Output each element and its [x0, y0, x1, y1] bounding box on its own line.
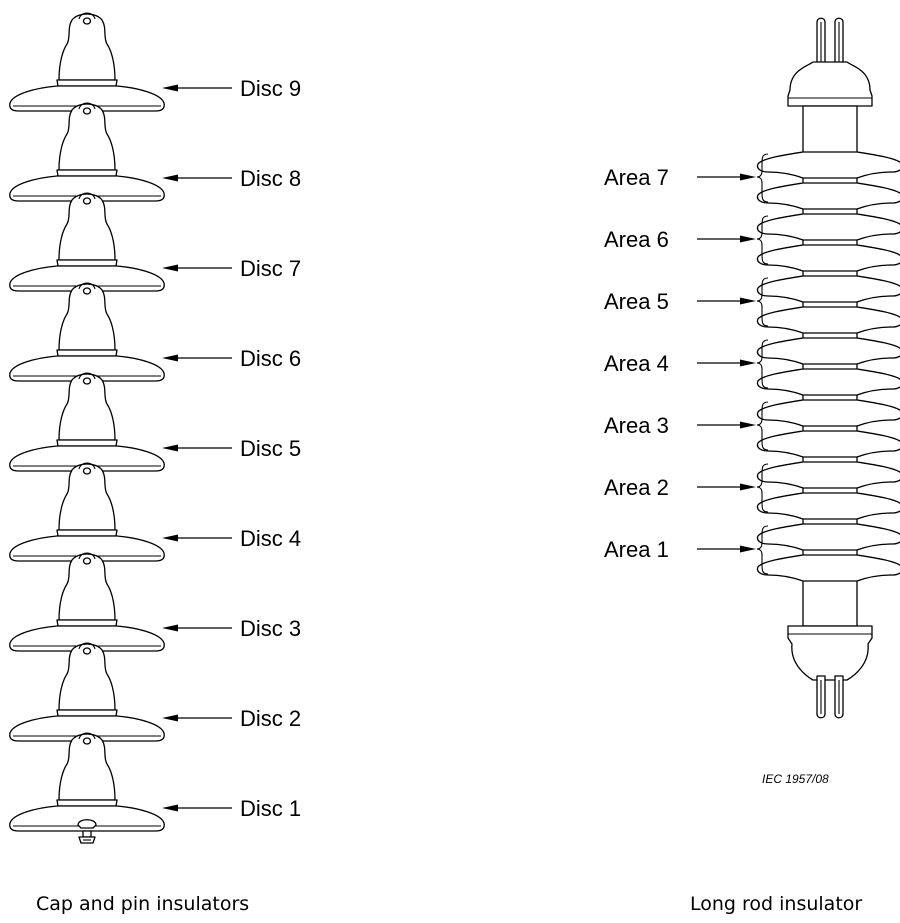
cap-and-pin-disc: [9, 462, 165, 574]
disc-labels: Disc 9 Disc 8 Disc 7 Disc 6 Disc 5 Disc 4 Disc…: [162, 76, 301, 821]
area-label: Area 3: [604, 401, 769, 451]
rod-shed: [756, 337, 900, 365]
rod-shed: [756, 306, 900, 334]
rod-shed: [756, 275, 900, 303]
area-label-text: Area 5: [604, 289, 669, 314]
disc-label-text: Disc 2: [240, 706, 301, 731]
rod-shed: [756, 182, 900, 210]
disc-label: Disc 7: [162, 256, 301, 281]
disc-label-text: Disc 7: [240, 256, 301, 281]
disc-label-text: Disc 8: [240, 166, 301, 191]
disc-label: Disc 8: [162, 166, 301, 191]
rod-shed: [756, 213, 900, 241]
bottom-clevis-tines: [816, 675, 844, 719]
cap-and-pin-insulator-string: [9, 12, 165, 844]
bottom-end-fitting: [787, 625, 873, 681]
area-label: Area 6: [604, 215, 769, 265]
area-label-text: Area 7: [604, 165, 669, 190]
rod-shed: [756, 492, 900, 520]
disc-label-text: Disc 3: [240, 616, 301, 641]
area-label: Area 4: [604, 339, 769, 389]
disc-label-text: Disc 9: [240, 76, 301, 101]
rod-shed: [756, 430, 900, 458]
caption-long-rod: Long rod insulator: [690, 893, 862, 915]
rod-shed: [756, 461, 900, 489]
rod-shed: [756, 151, 900, 179]
disc-label: Disc 9: [162, 76, 301, 101]
area-label: Area 1: [604, 525, 769, 575]
disc-label: Disc 6: [162, 346, 301, 371]
disc-label-text: Disc 6: [240, 346, 301, 371]
area-label-text: Area 2: [604, 475, 669, 500]
area-labels: Area 7 Area 6 Area 5 Area 4 Area 3 Area 2 Area…: [604, 153, 769, 575]
rod-shed: [756, 244, 900, 272]
cap-and-pin-disc: [9, 102, 165, 214]
disc-label: Disc 2: [162, 706, 301, 731]
caption-cap-and-pin: Cap and pin insulators: [36, 893, 249, 915]
disc-label-text: Disc 5: [240, 436, 301, 461]
disc-label: Disc 4: [162, 526, 301, 551]
disc-label-text: Disc 4: [240, 526, 301, 551]
iec-reference: IEC 1957/08: [762, 772, 829, 786]
cap-and-pin-disc: [9, 732, 165, 844]
disc-label: Disc 5: [162, 436, 301, 461]
cap-and-pin-disc: [9, 372, 165, 484]
bottom-pin: [77, 819, 97, 829]
cap-and-pin-disc: [9, 192, 165, 304]
area-label-text: Area 6: [604, 227, 669, 252]
rod-shed: [756, 523, 900, 551]
rod-shed: [756, 554, 900, 582]
disc-label-text: Disc 1: [240, 796, 301, 821]
area-label: Area 5: [604, 277, 769, 327]
area-label-text: Area 1: [604, 537, 669, 562]
rod-shed: [756, 399, 900, 427]
disc-label: Disc 3: [162, 616, 301, 641]
area-label: Area 7: [604, 153, 769, 203]
area-label-text: Area 3: [604, 413, 669, 438]
area-label: Area 2: [604, 463, 769, 513]
top-clevis-tines: [816, 17, 844, 69]
disc-label: Disc 1: [162, 796, 301, 821]
area-label-text: Area 4: [604, 351, 669, 376]
top-end-fitting: [787, 61, 873, 107]
long-rod-insulator: [756, 17, 900, 719]
rod-shed: [756, 368, 900, 396]
